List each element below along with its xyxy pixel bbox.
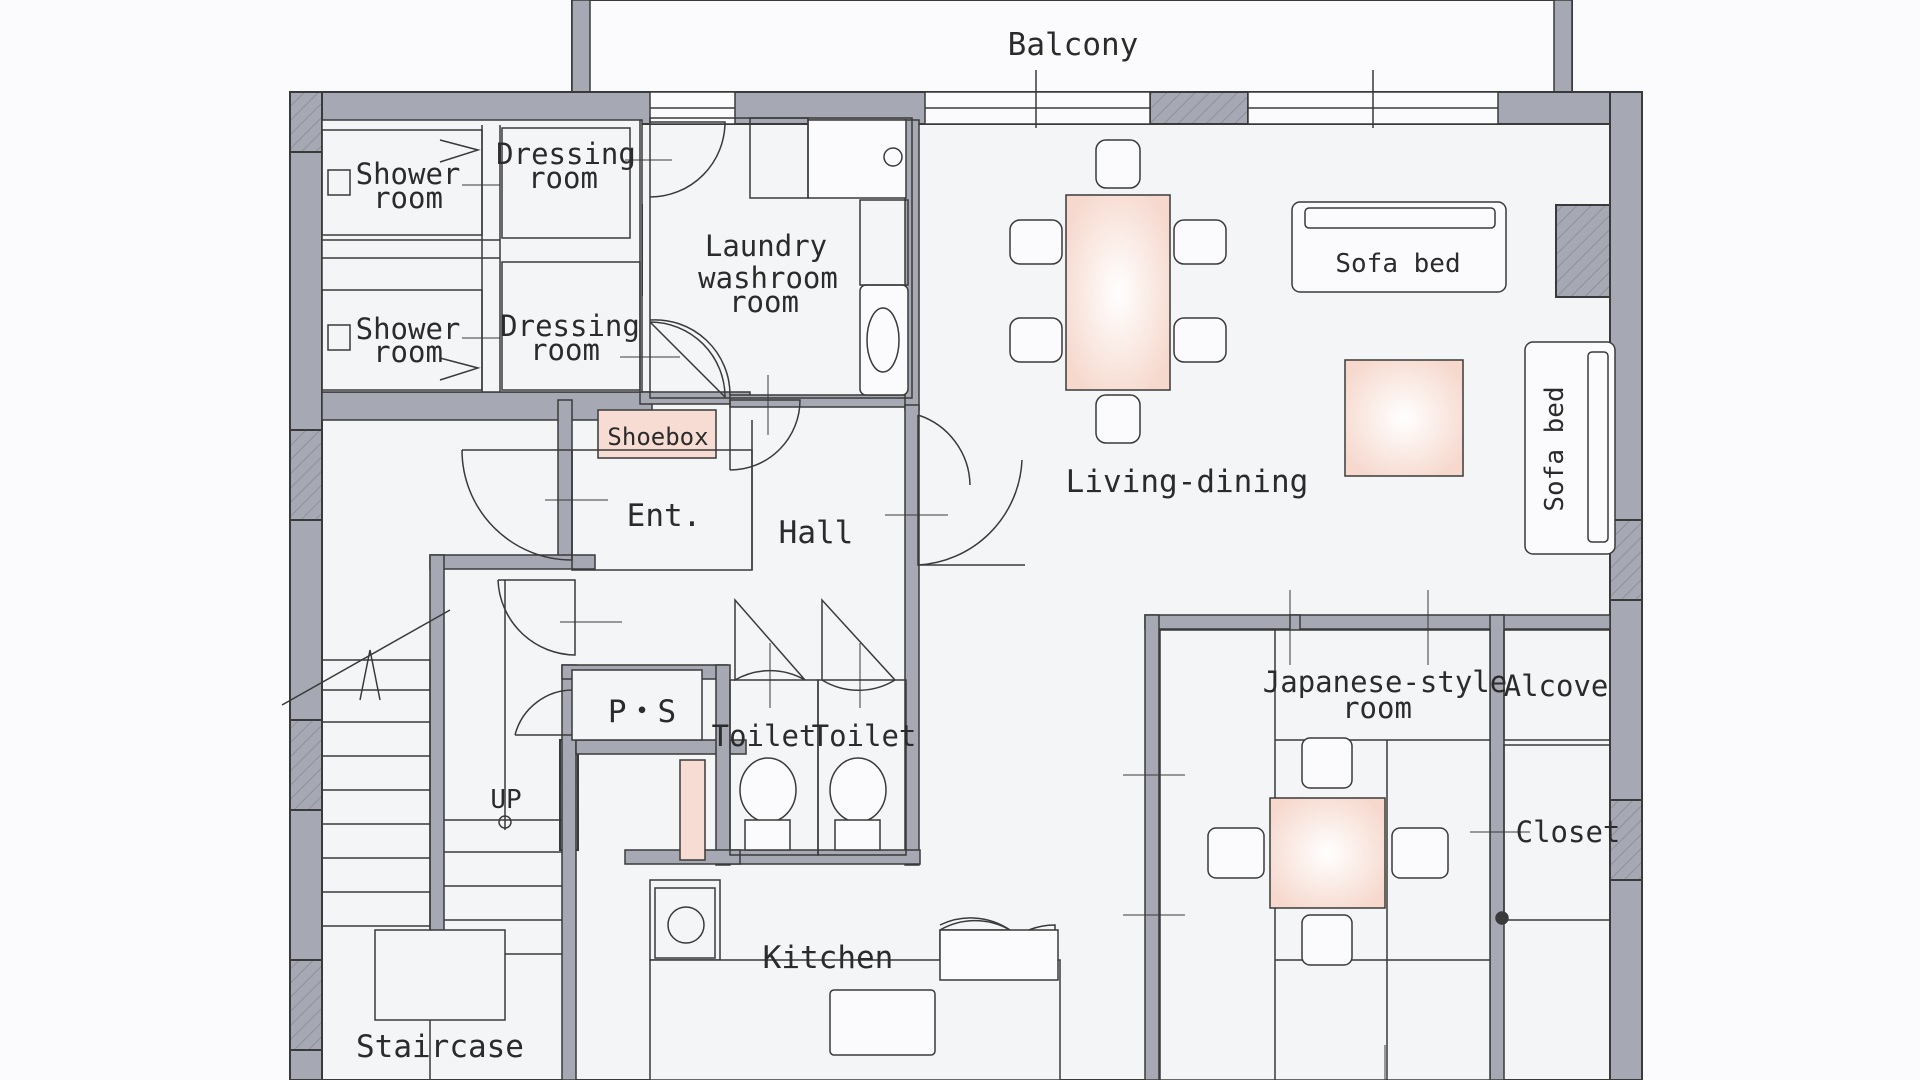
hall-label: Hall bbox=[779, 515, 854, 551]
entrance-hall bbox=[571, 420, 753, 741]
sofa-bed-1-label: Sofa bed bbox=[1335, 249, 1460, 279]
sofa-bed-2-label: Sofa bed bbox=[1540, 386, 1570, 511]
shoebox-label: Shoebox bbox=[607, 423, 708, 451]
balcony-area bbox=[571, 0, 1573, 93]
annotation-lines bbox=[462, 159, 1530, 1080]
toilet-1-label: Toilet bbox=[712, 719, 817, 753]
laundry-label-line1: Laundry bbox=[705, 229, 827, 263]
shower-room-2-label-line2: room bbox=[373, 335, 443, 369]
staircase-label: Staircase bbox=[356, 1029, 524, 1065]
balcony-label: Balcony bbox=[1008, 27, 1139, 63]
japanese-room-label-line1: Japanese-style bbox=[1263, 665, 1507, 699]
dining-set bbox=[1009, 139, 1227, 444]
sofas bbox=[1291, 201, 1616, 555]
japanese-room-label-line2: room bbox=[1342, 691, 1412, 725]
dressing-room-1-label-line2: room bbox=[528, 161, 598, 195]
shower-room-2-label-line1: Shower bbox=[356, 312, 461, 346]
living-dining-label: Living-dining bbox=[1066, 464, 1309, 500]
windows bbox=[649, 70, 1499, 128]
shower-room-1-label-line1: Shower bbox=[356, 157, 461, 191]
alcove-label: Alcove bbox=[1504, 669, 1609, 703]
laundry-room bbox=[649, 117, 913, 399]
laundry-label-line3: room bbox=[729, 285, 799, 319]
bath-block bbox=[321, 119, 643, 393]
up-label: UP bbox=[490, 785, 521, 815]
dressing-room-1-label-line1: Dressing bbox=[496, 137, 636, 171]
kitchen bbox=[649, 879, 1061, 1080]
kitchen-label: Kitchen bbox=[763, 940, 894, 976]
dressing-room-2-label-line2: room bbox=[530, 333, 600, 367]
entrance-label: Ent. bbox=[627, 498, 702, 534]
laundry-label-line2: washroom bbox=[698, 261, 838, 295]
shower-room-1-label-line2: room bbox=[373, 181, 443, 215]
closet-label: Closet bbox=[1516, 815, 1621, 849]
staircase bbox=[281, 580, 562, 1080]
room-labels: Balcony Shower room Shower room Dressing… bbox=[356, 27, 1621, 1065]
toilets bbox=[679, 679, 907, 861]
ps-label: P・S bbox=[608, 694, 676, 730]
toilet-2-label: Toilet bbox=[812, 719, 917, 753]
dressing-room-2-label-line1: Dressing bbox=[500, 309, 640, 343]
japanese-room bbox=[1159, 629, 1611, 1080]
